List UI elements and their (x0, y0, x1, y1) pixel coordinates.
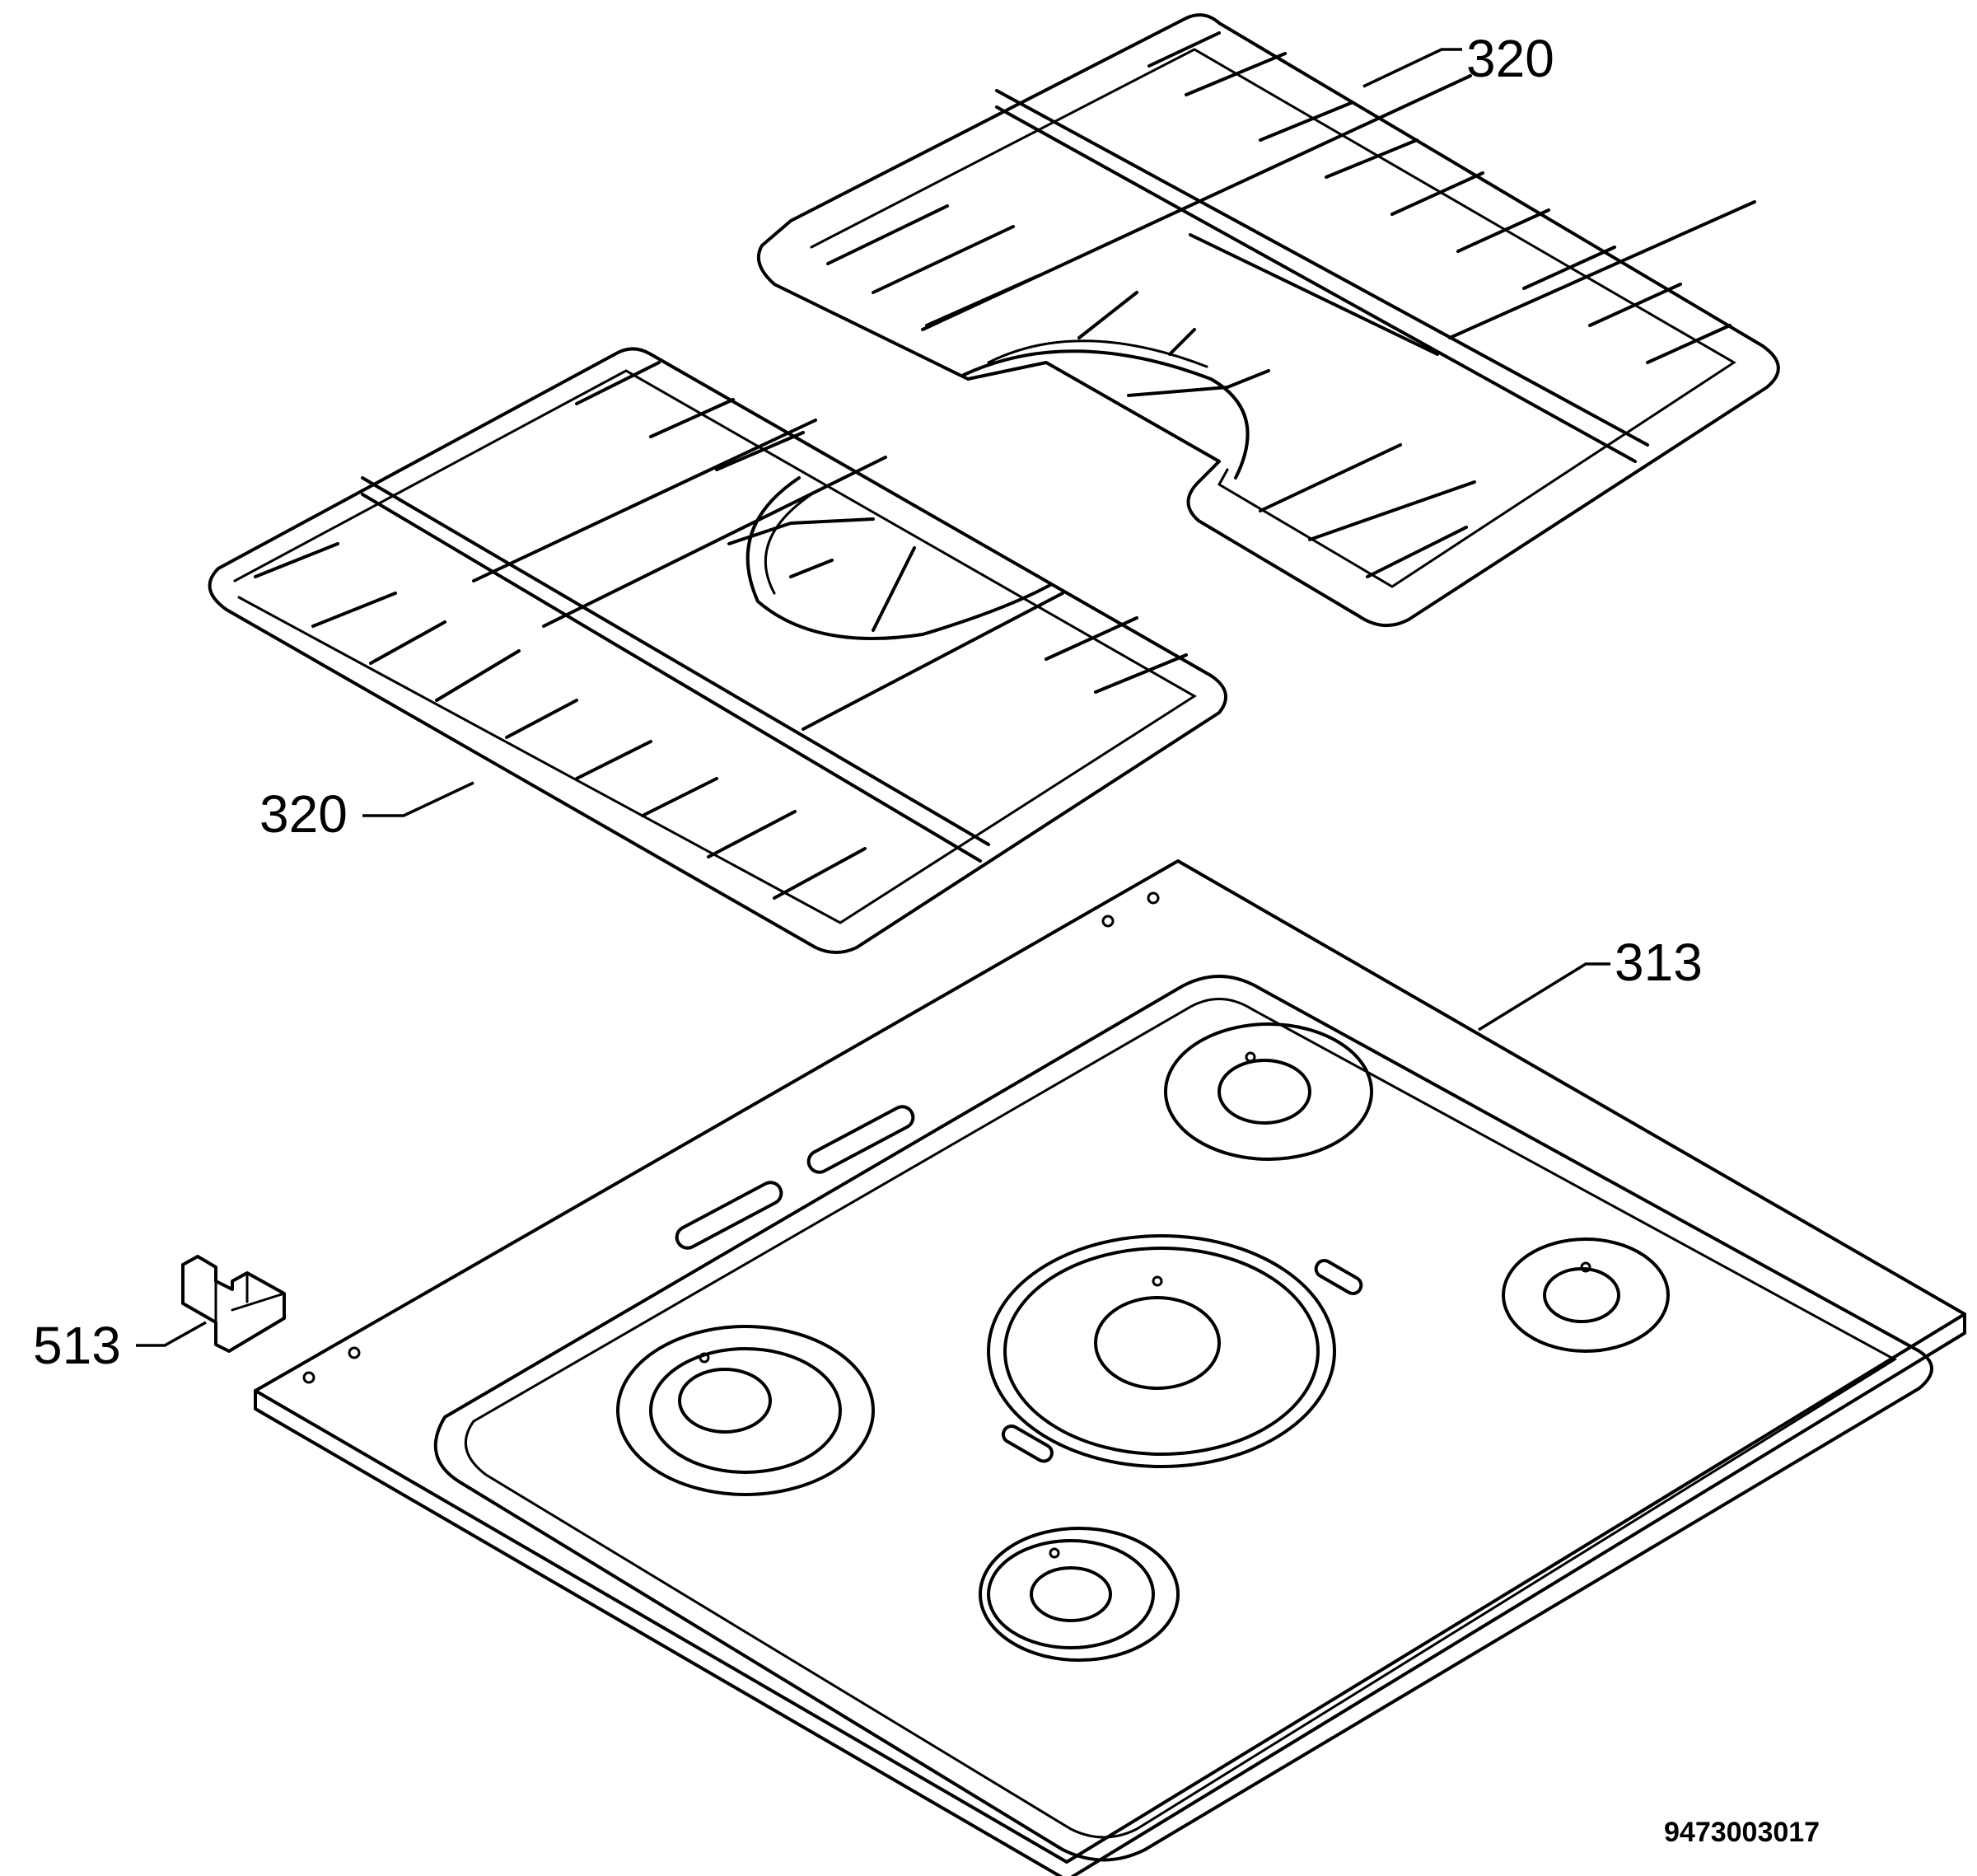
callout-grate-left: 320 (259, 784, 348, 844)
burner-right-small (1502, 1237, 1670, 1353)
pan-support-grate-right (757, 13, 1780, 628)
leader-hob-top (1478, 962, 1610, 1032)
fixing-clip (181, 1255, 286, 1353)
document-number: 9473003017 (1664, 1817, 1820, 1848)
callout-grate-right: 320 (1466, 29, 1554, 88)
burner-front-large (987, 1234, 1336, 1468)
pan-support-grate-left (208, 347, 1227, 954)
burner-left (616, 1325, 875, 1496)
hob-top-plate (254, 859, 1966, 1876)
callout-hob-top: 313 (1615, 933, 1703, 992)
callout-clip: 513 (33, 1316, 121, 1375)
burner-rear-right (1164, 1022, 1373, 1161)
leader-grate-left (362, 781, 474, 817)
leader-grate-right (1362, 48, 1462, 88)
burner-front (979, 1527, 1180, 1662)
leader-clip (136, 1321, 207, 1347)
